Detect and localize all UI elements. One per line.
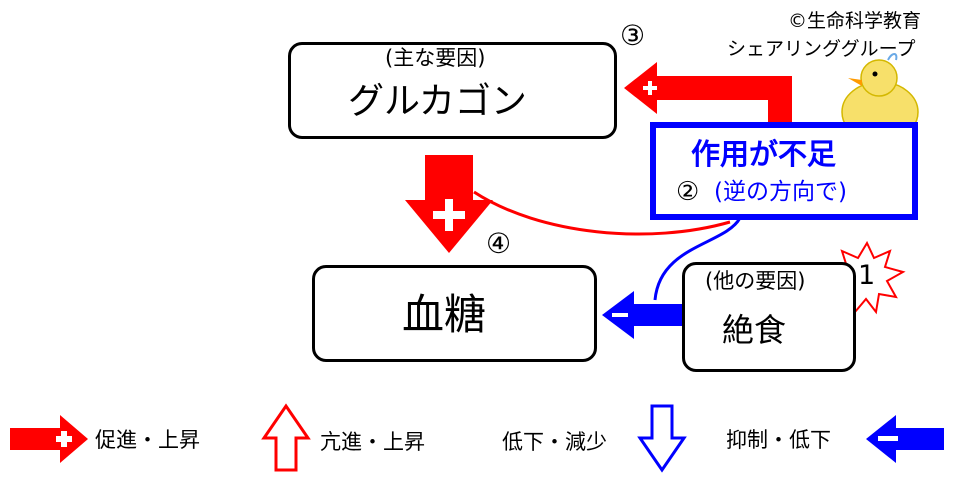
glucagon-note: (主な要因) xyxy=(385,46,486,70)
other-factor-box xyxy=(682,262,856,372)
number-3: ③ xyxy=(620,19,646,52)
inhibit-arrow-to-blood-sugar xyxy=(602,291,682,339)
blue-link-curve xyxy=(653,217,742,301)
glucagon-label: グルカゴン xyxy=(348,81,527,122)
glucagon-box xyxy=(288,42,617,139)
other-factor-label: 絶食 xyxy=(722,311,787,349)
copyright-line2: シェアリンググループ xyxy=(727,38,916,60)
blood-sugar-label: 血糖 xyxy=(402,290,487,339)
number-2: ② xyxy=(676,177,700,207)
action-title: 作用が不足 xyxy=(691,137,837,171)
other-factor-note: (他の要因) xyxy=(705,269,806,293)
number-4: ④ xyxy=(486,227,512,260)
legend-enhance-label: 亢進・上昇 xyxy=(320,430,425,454)
legend-decrease-arrow-icon xyxy=(637,404,687,473)
legend-inhibit-label: 抑制・低下 xyxy=(726,428,831,452)
legend-inhibit-arrow-icon xyxy=(866,415,944,463)
legend-enhance-arrow-icon xyxy=(261,403,311,472)
legend-promote-arrow-icon xyxy=(10,415,88,463)
legend-promote-label: 促進・上昇 xyxy=(95,428,200,452)
promote-arrow-to-glucagon xyxy=(624,62,792,124)
badge-1: 1 xyxy=(858,260,876,291)
promote-arrow-to-blood-sugar xyxy=(405,155,493,253)
action-subtitle: (逆の方向で) xyxy=(714,179,847,205)
blood-sugar-box xyxy=(312,265,597,362)
copyright-line1: ©生命科学教育 xyxy=(788,10,922,32)
legend-decrease-label: 低下・減少 xyxy=(502,430,607,454)
red-link-curve xyxy=(473,190,731,236)
action-box xyxy=(650,122,918,220)
